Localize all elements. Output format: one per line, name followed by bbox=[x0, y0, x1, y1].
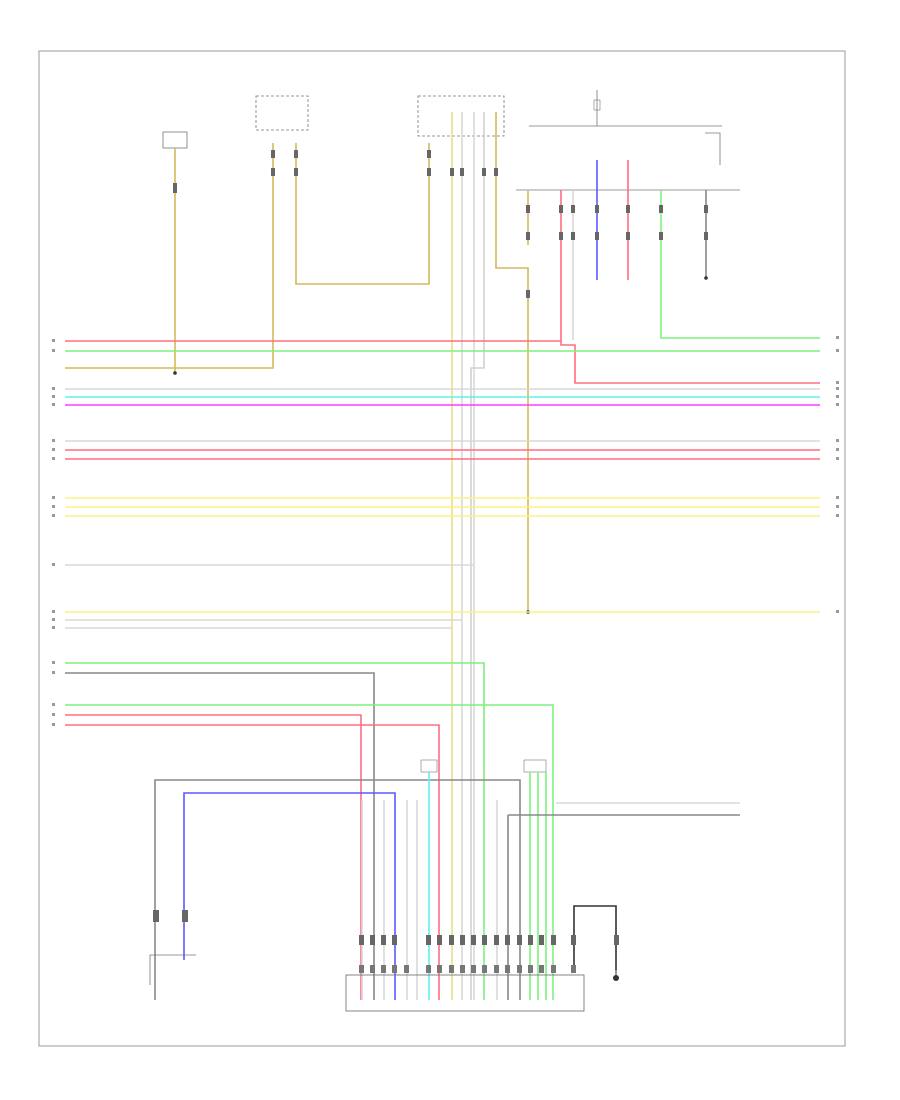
top-left-unit bbox=[162, 131, 188, 149]
top-mid-unit bbox=[255, 95, 309, 131]
main-control-unit bbox=[345, 965, 585, 1012]
horizontal-wire-bus bbox=[65, 340, 820, 1000]
connector-pins-lower bbox=[359, 935, 619, 945]
top-fuse-block bbox=[529, 90, 722, 165]
top-center-unit bbox=[417, 95, 505, 137]
lower-wires bbox=[154, 772, 740, 1000]
diagram-border bbox=[38, 50, 846, 1047]
ground-symbol bbox=[613, 970, 619, 981]
splice-points bbox=[173, 276, 708, 614]
inline-connector-right bbox=[523, 759, 547, 773]
vertical-wires-top bbox=[65, 112, 820, 1000]
bottom-left-unit bbox=[149, 910, 196, 985]
bus-wire-ticks bbox=[52, 336, 839, 726]
connector-pins-top bbox=[173, 150, 708, 298]
inline-connector-left bbox=[420, 759, 438, 773]
